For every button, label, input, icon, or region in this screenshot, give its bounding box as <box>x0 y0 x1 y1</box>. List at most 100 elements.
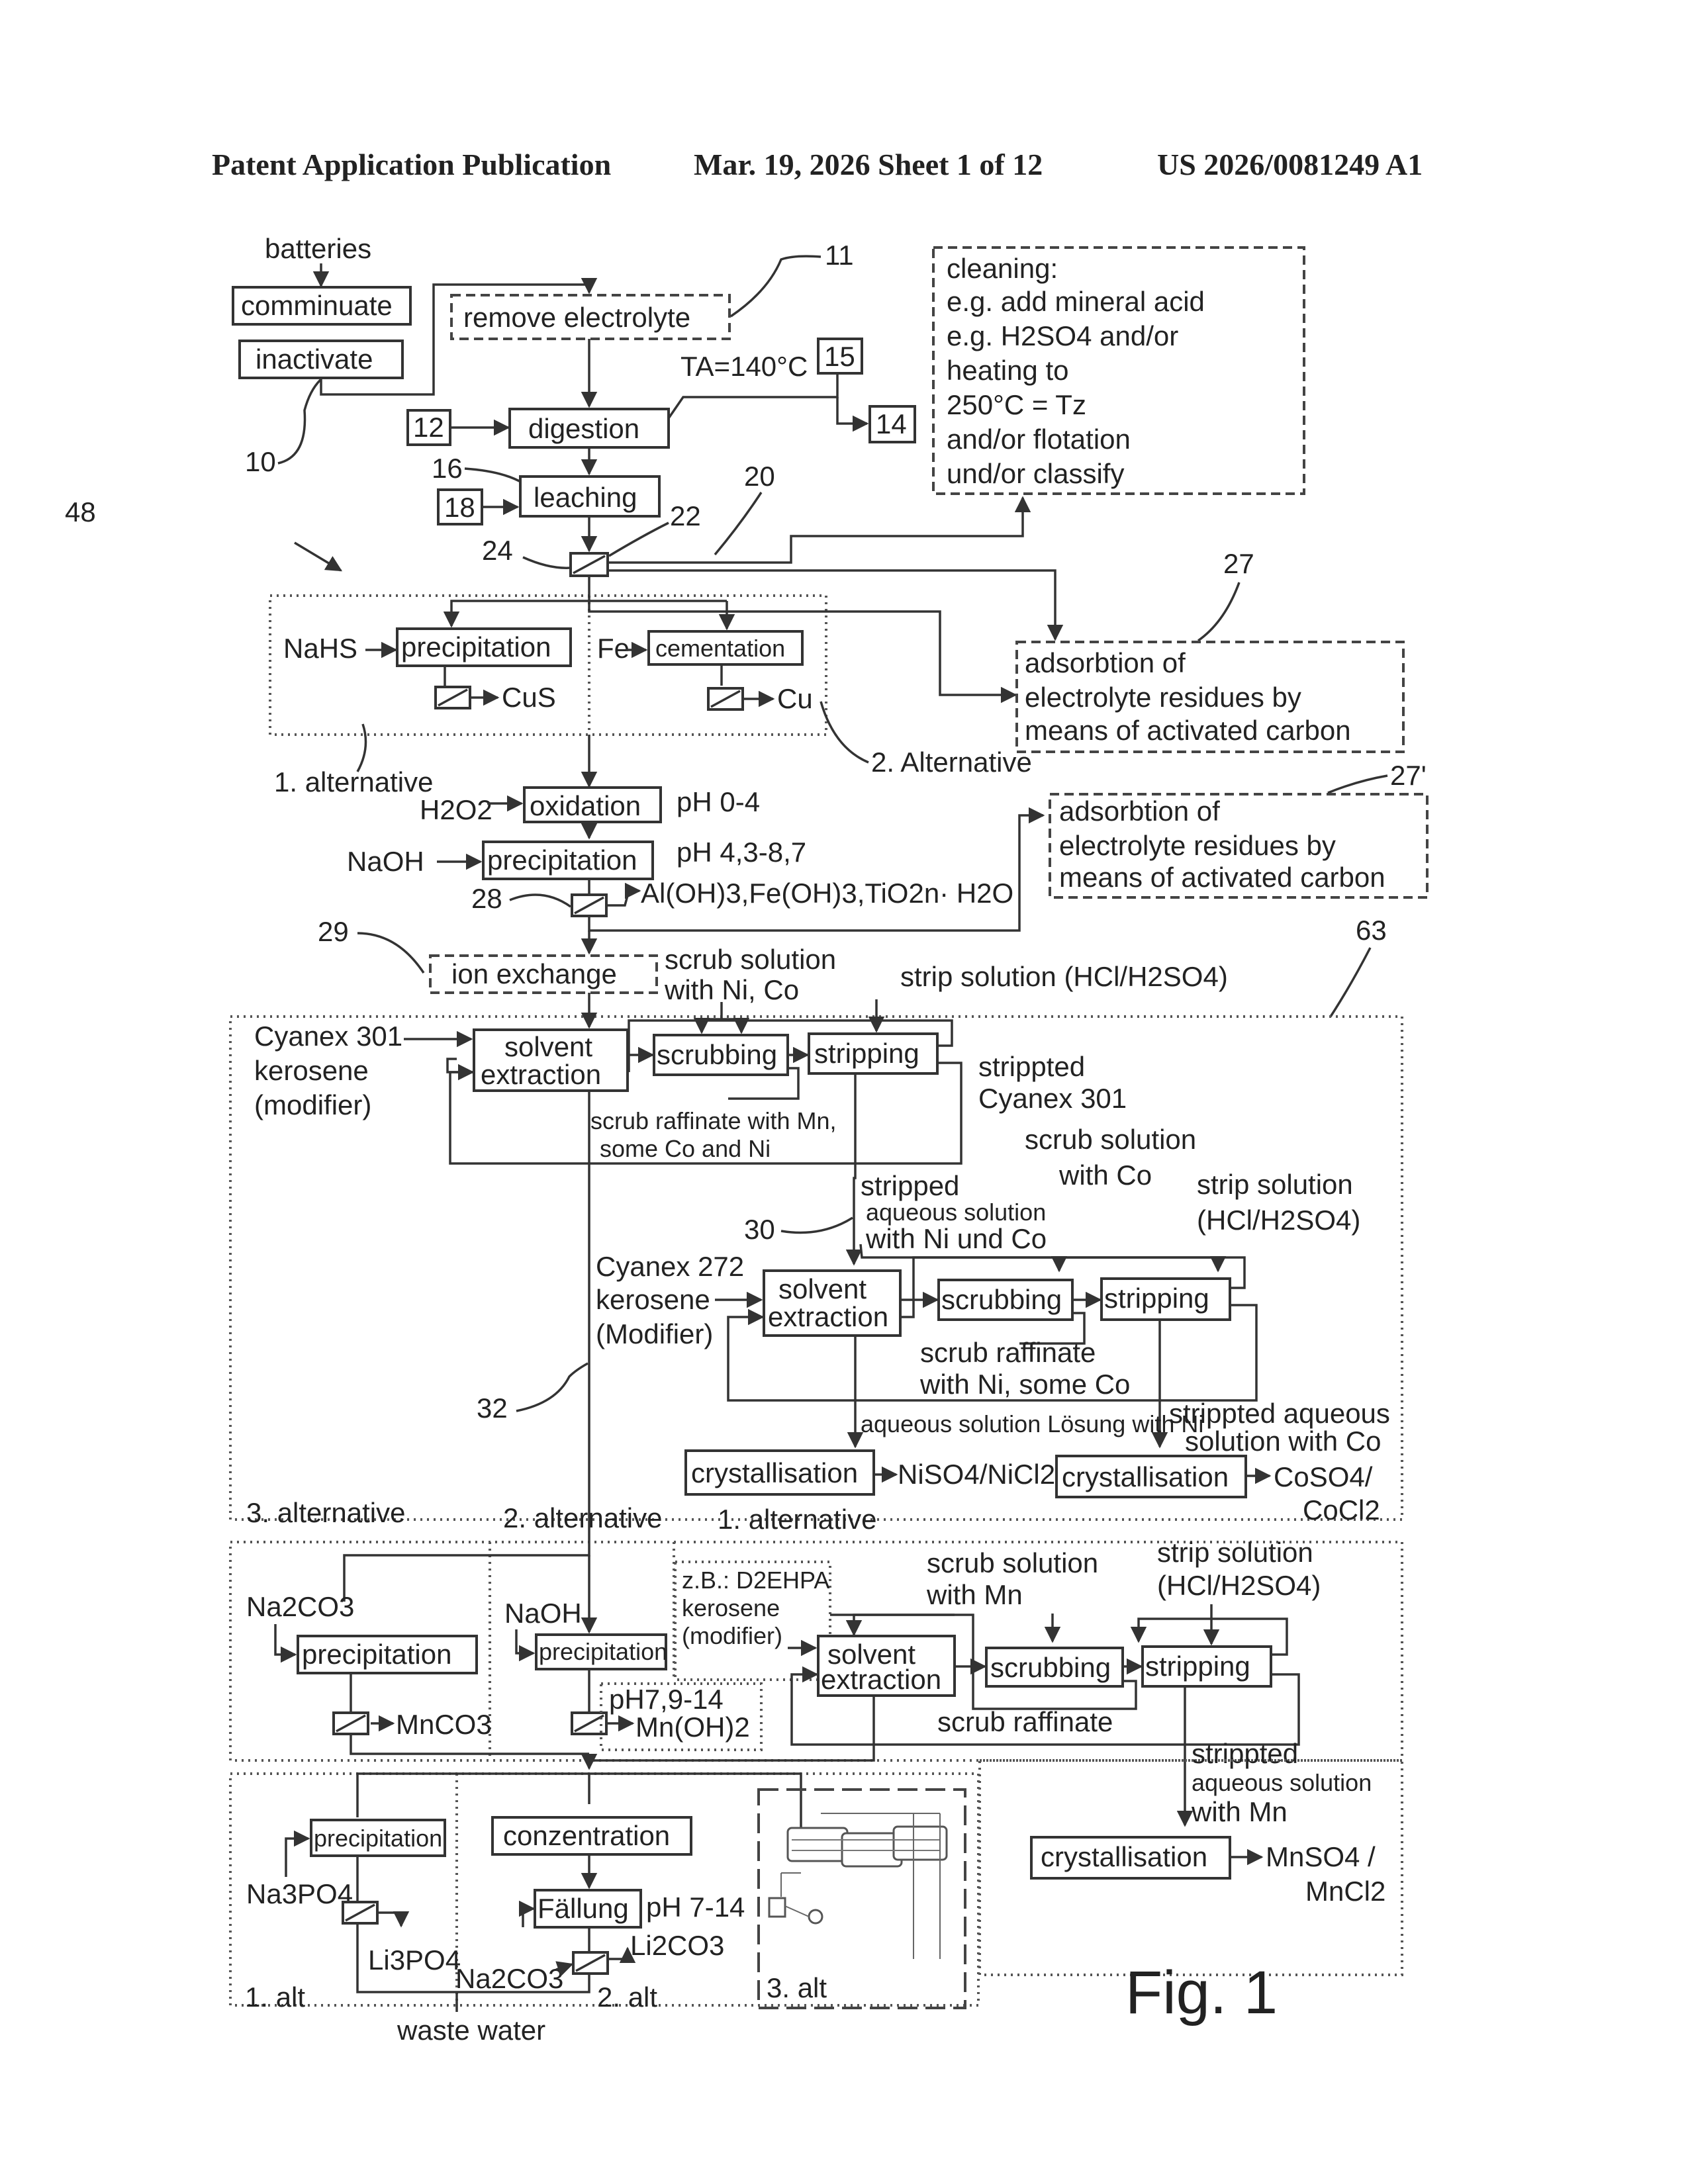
cleaning-line-6: und/or classify <box>947 458 1124 489</box>
li-ph-label: pH 7-14 <box>646 1891 745 1923</box>
ref-48: 48 <box>65 496 96 527</box>
electrodialysis-schematic-icon <box>769 1813 947 1959</box>
mn-stripping-label: stripping <box>1145 1651 1250 1682</box>
sx1-extractant-0: Cyanex 301 <box>254 1021 402 1052</box>
ref-20: 20 <box>744 461 775 492</box>
cryst-co-label: crystallisation <box>1062 1461 1229 1492</box>
ph-mn-label: pH7,9-14 <box>609 1684 724 1715</box>
cleaning-line-2: e.g. H2SO4 and/or <box>947 320 1178 351</box>
sx1-solvent-extraction-0: solvent <box>504 1031 592 1062</box>
sx2-stripped-aq-0: stripped <box>861 1170 959 1201</box>
mn-stripped-0: strippted <box>1192 1738 1298 1769</box>
sx2-strip-solution-1: (HCl/H2SO4) <box>1197 1205 1360 1236</box>
li-na2co3-label: Na2CO3 <box>455 1963 563 1994</box>
sx2-stripped-co-1: solution with Co <box>1185 1426 1381 1457</box>
ph-precipitation: pH 4,3-8,7 <box>677 837 806 868</box>
sx2-strip-solution-0: strip solution <box>1197 1169 1353 1200</box>
ref-30: 30 <box>744 1214 775 1245</box>
ref-14: 14 <box>876 408 907 439</box>
adsorption-27-line-0: adsorbtion of <box>1025 647 1186 678</box>
fe-label: Fe <box>597 633 630 664</box>
ref-29: 29 <box>318 916 349 947</box>
ref-18: 18 <box>444 492 475 523</box>
cleaning-line-5: and/or flotation <box>947 424 1131 455</box>
sx2-extractant-2: (Modifier) <box>596 1318 713 1349</box>
digestion-label: digestion <box>528 413 639 444</box>
adsorption-27p-line-1: electrolyte residues by <box>1059 830 1336 861</box>
mn-extractant-2: (modifier) <box>682 1622 782 1649</box>
li-alt2-label: 2. alt <box>597 1981 657 2013</box>
comminuate-label: comminuate <box>241 290 393 321</box>
li3po4-label: Li3PO4 <box>368 1944 461 1976</box>
mn-scrub-solution-1: with Mn <box>926 1579 1023 1610</box>
copper-alt1-label: 1. alternative <box>274 766 433 797</box>
sx2-raffinate-1: with Ni, some Co <box>919 1369 1130 1400</box>
cus-label: CuS <box>502 682 556 713</box>
mnso4-label-1: MnCl2 <box>1305 1876 1385 1907</box>
ion-exchange-label: ion exchange <box>451 958 617 989</box>
sx1-extractant-2: (modifier) <box>254 1089 371 1120</box>
figure-label: Fig. 1 <box>1125 1959 1278 2026</box>
ref-28: 28 <box>471 883 502 914</box>
naoh-label: NaOH <box>347 846 424 877</box>
mn-extractant-1: kerosene <box>682 1594 780 1621</box>
cleaning-line-3: heating to <box>947 355 1069 386</box>
sx1-raffinate-0: scrub raffinate with Mn, <box>590 1107 837 1134</box>
ref-32: 32 <box>477 1392 508 1424</box>
sx2-scrubbing-label: scrubbing <box>941 1284 1062 1315</box>
coso4-label-0: CoSO4/ <box>1274 1461 1373 1492</box>
ref-12: 12 <box>413 412 444 443</box>
ref-10: 10 <box>245 446 276 477</box>
sx2-aq-ni: aqueous solution Lösung with Ni <box>861 1410 1203 1437</box>
temperature-ta: TA=140°C <box>680 351 808 382</box>
li-alt3-label: 3. alt <box>767 1972 827 2003</box>
mn-alt2-label: 2. alternative <box>503 1502 662 1533</box>
sx1-strip-solution: strip solution (HCl/H2SO4) <box>900 961 1228 992</box>
sx1-stripped-org-0: strippted <box>978 1051 1085 1082</box>
ref-15: 15 <box>824 341 855 372</box>
sx2-extractant-1: kerosene <box>596 1284 710 1315</box>
sx2-solvent-extraction-1: extraction <box>768 1301 888 1332</box>
sx2-stripped-aq-2: with Ni und Co <box>865 1223 1047 1254</box>
batteries-label: batteries <box>265 233 371 264</box>
mn-strip-solution-1: (HCl/H2SO4) <box>1157 1570 1321 1601</box>
cleaning-line-0: cleaning: <box>947 253 1058 284</box>
sx2-scrub-solution-1: with Co <box>1058 1160 1152 1191</box>
sx2-scrub-solution-0: scrub solution <box>1025 1124 1196 1155</box>
faellung-label: Fällung <box>538 1893 629 1924</box>
mn-scrub-solution-0: scrub solution <box>927 1547 1098 1578</box>
oxidation-label: oxidation <box>530 790 641 821</box>
nahs-label: NaHS <box>283 633 357 664</box>
mn-naoh-label: NaOH <box>504 1598 582 1629</box>
copper-alt2-label: 2. Alternative <box>871 747 1032 778</box>
ref-11: 11 <box>825 240 854 271</box>
mn-na2co3-label: Na2CO3 <box>246 1591 354 1622</box>
adsorption-27-line-1: electrolyte residues by <box>1025 682 1301 713</box>
mnso4-label-0: MnSO4 / <box>1266 1841 1376 1872</box>
mn-scrubbing-label: scrubbing <box>990 1652 1111 1683</box>
mn-alt3-label: 3. alternative <box>246 1497 405 1528</box>
leaching-label: leaching <box>534 482 637 513</box>
coso4-label-1: CoCl2 <box>1303 1494 1380 1525</box>
sx1-scrubbing-label: scrubbing <box>657 1039 777 1070</box>
precipitation-cus-label: precipitation <box>401 631 551 662</box>
niso4-label: NiSO4/NiCl2 <box>898 1459 1055 1490</box>
li-alt1-label: 1. alt <box>245 1981 305 2013</box>
sx1-solvent-extraction-1: extraction <box>481 1059 601 1090</box>
sx1-scrub-solution-1: with Ni, Co <box>664 974 799 1005</box>
mn-extractant-0: z.B.: D2EHPA <box>682 1567 829 1594</box>
mn-prec3-label: precipitation <box>302 1639 451 1670</box>
sx1-extractant-1: kerosene <box>254 1055 369 1086</box>
remove-electrolyte-label: remove electrolyte <box>463 302 690 333</box>
ref-63: 63 <box>1356 915 1387 946</box>
mn-stripped-1: aqueous solution <box>1192 1769 1372 1796</box>
sx2-stripping-label: stripping <box>1104 1283 1209 1314</box>
cleaning-line-1: e.g. add mineral acid <box>947 286 1205 317</box>
cu-label: Cu <box>777 683 813 714</box>
waste-water-label: waste water <box>397 2015 545 2046</box>
mnoh2-label: Mn(OH)2 <box>635 1711 750 1743</box>
hydroxides-label: Al(OH)3,Fe(OH)3,TiO2n· H2O <box>641 878 1013 909</box>
mn-strip-solution-0: strip solution <box>1157 1537 1313 1568</box>
mnco3-label: MnCO3 <box>396 1709 492 1740</box>
